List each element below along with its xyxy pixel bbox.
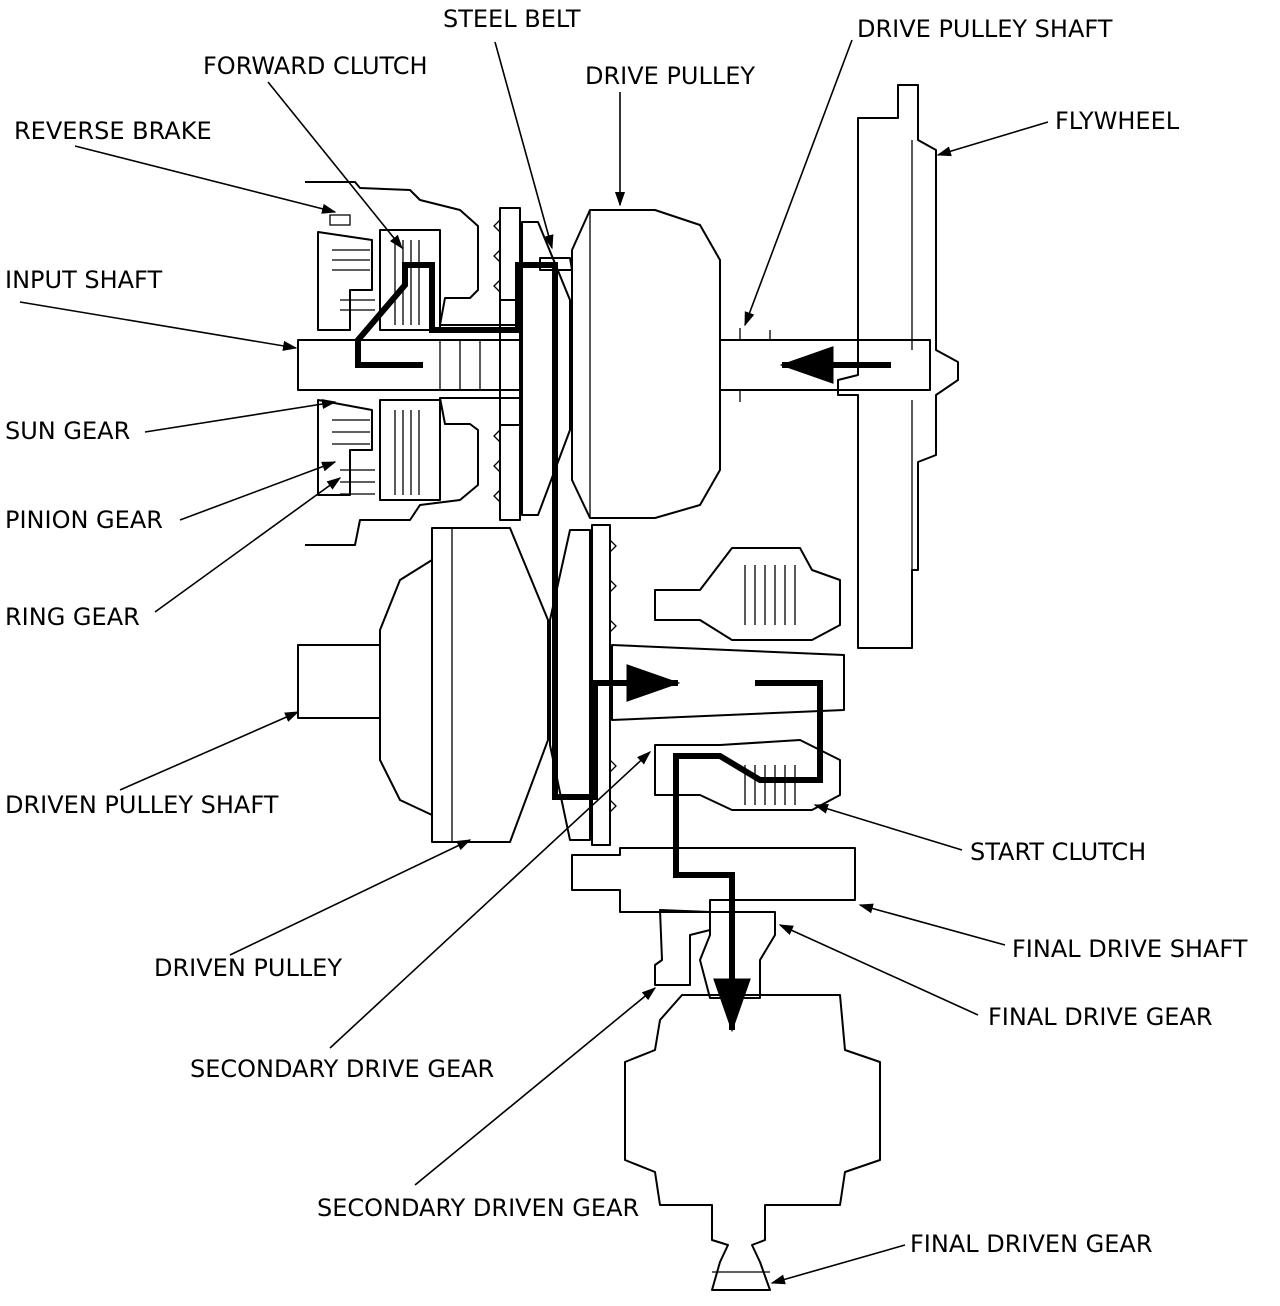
leader-driven-pulley — [229, 839, 472, 956]
secondary-driven-gear — [654, 909, 711, 986]
leader-pinion-gear — [179, 461, 337, 521]
label-secondary-driven-gear: SECONDARY DRIVEN GEAR — [317, 1194, 640, 1222]
label-final-driven-gear: FINAL DRIVEN GEAR — [910, 1230, 1153, 1258]
driven-pulley-hub — [379, 559, 433, 816]
leader-reverse-brake — [74, 145, 337, 214]
leader-input-shaft — [19, 301, 298, 351]
label-drive-pulley-shaft: DRIVE PULLEY SHAFT — [857, 15, 1113, 43]
drive-toothed-plate — [499, 207, 521, 521]
final-drive-shaft — [571, 847, 856, 913]
leader-start-clutch — [813, 803, 963, 851]
leader-steel-belt — [494, 41, 554, 250]
leader-secondary-drive-gear — [329, 751, 652, 1049]
leader-forward-clutch — [267, 81, 403, 250]
drive-pulley-fixed-sheave — [521, 221, 571, 516]
label-sun-gear: SUN GEAR — [5, 417, 131, 445]
output-shaft — [611, 644, 845, 721]
label-flywheel: FLYWHEEL — [1055, 107, 1180, 135]
leader-drive-pulley-shaft — [744, 39, 853, 327]
leader-final-driven-gear — [770, 1244, 906, 1285]
leader-sun-gear — [144, 399, 337, 433]
power-flow-start-clutch — [673, 680, 823, 1033]
label-ring-gear: RING GEAR — [5, 603, 140, 631]
start-clutch-upper — [654, 547, 841, 641]
label-forward-clutch: FORWARD CLUTCH — [203, 52, 428, 80]
leader-flywheel — [936, 121, 1049, 157]
leader-secondary-driven-gear — [414, 987, 657, 1186]
label-input-shaft: INPUT SHAFT — [5, 266, 163, 294]
label-driven-pulley-shaft: DRIVEN PULLEY SHAFT — [5, 791, 279, 819]
drive-pulley — [571, 209, 721, 519]
flywheel — [837, 84, 959, 649]
leader-ring-gear — [154, 477, 342, 613]
label-steel-belt: STEEL BELT — [443, 5, 581, 33]
driven-pulley-shaft — [297, 644, 381, 719]
leader-driven-pulley-shaft — [119, 711, 300, 791]
label-drive-pulley: DRIVE PULLEY — [585, 62, 756, 90]
driven-pulley — [431, 527, 549, 843]
final-drive-gear — [699, 911, 776, 999]
leader-final-drive-gear — [778, 924, 979, 1016]
input-shaft — [297, 339, 521, 391]
label-final-drive-gear: FINAL DRIVE GEAR — [988, 1003, 1213, 1031]
reverse-brake-housing — [305, 397, 521, 546]
label-secondary-drive-gear: SECONDARY DRIVE GEAR — [190, 1055, 495, 1083]
power-flow-clutch-path — [355, 262, 681, 800]
label-reverse-brake: REVERSE BRAKE — [14, 117, 212, 145]
driven-pulley-fixed-sheave — [549, 529, 591, 841]
leader-final-drive-shaft — [858, 903, 1006, 946]
forward-clutch-housing — [305, 181, 521, 326]
label-driven-pulley: DRIVEN PULLEY — [154, 954, 343, 982]
final-driven-gear — [624, 994, 881, 1291]
label-final-drive-shaft: FINAL DRIVE SHAFT — [1012, 935, 1248, 963]
label-start-clutch: START CLUTCH — [970, 838, 1147, 866]
label-pinion-gear: PINION GEAR — [5, 506, 163, 534]
